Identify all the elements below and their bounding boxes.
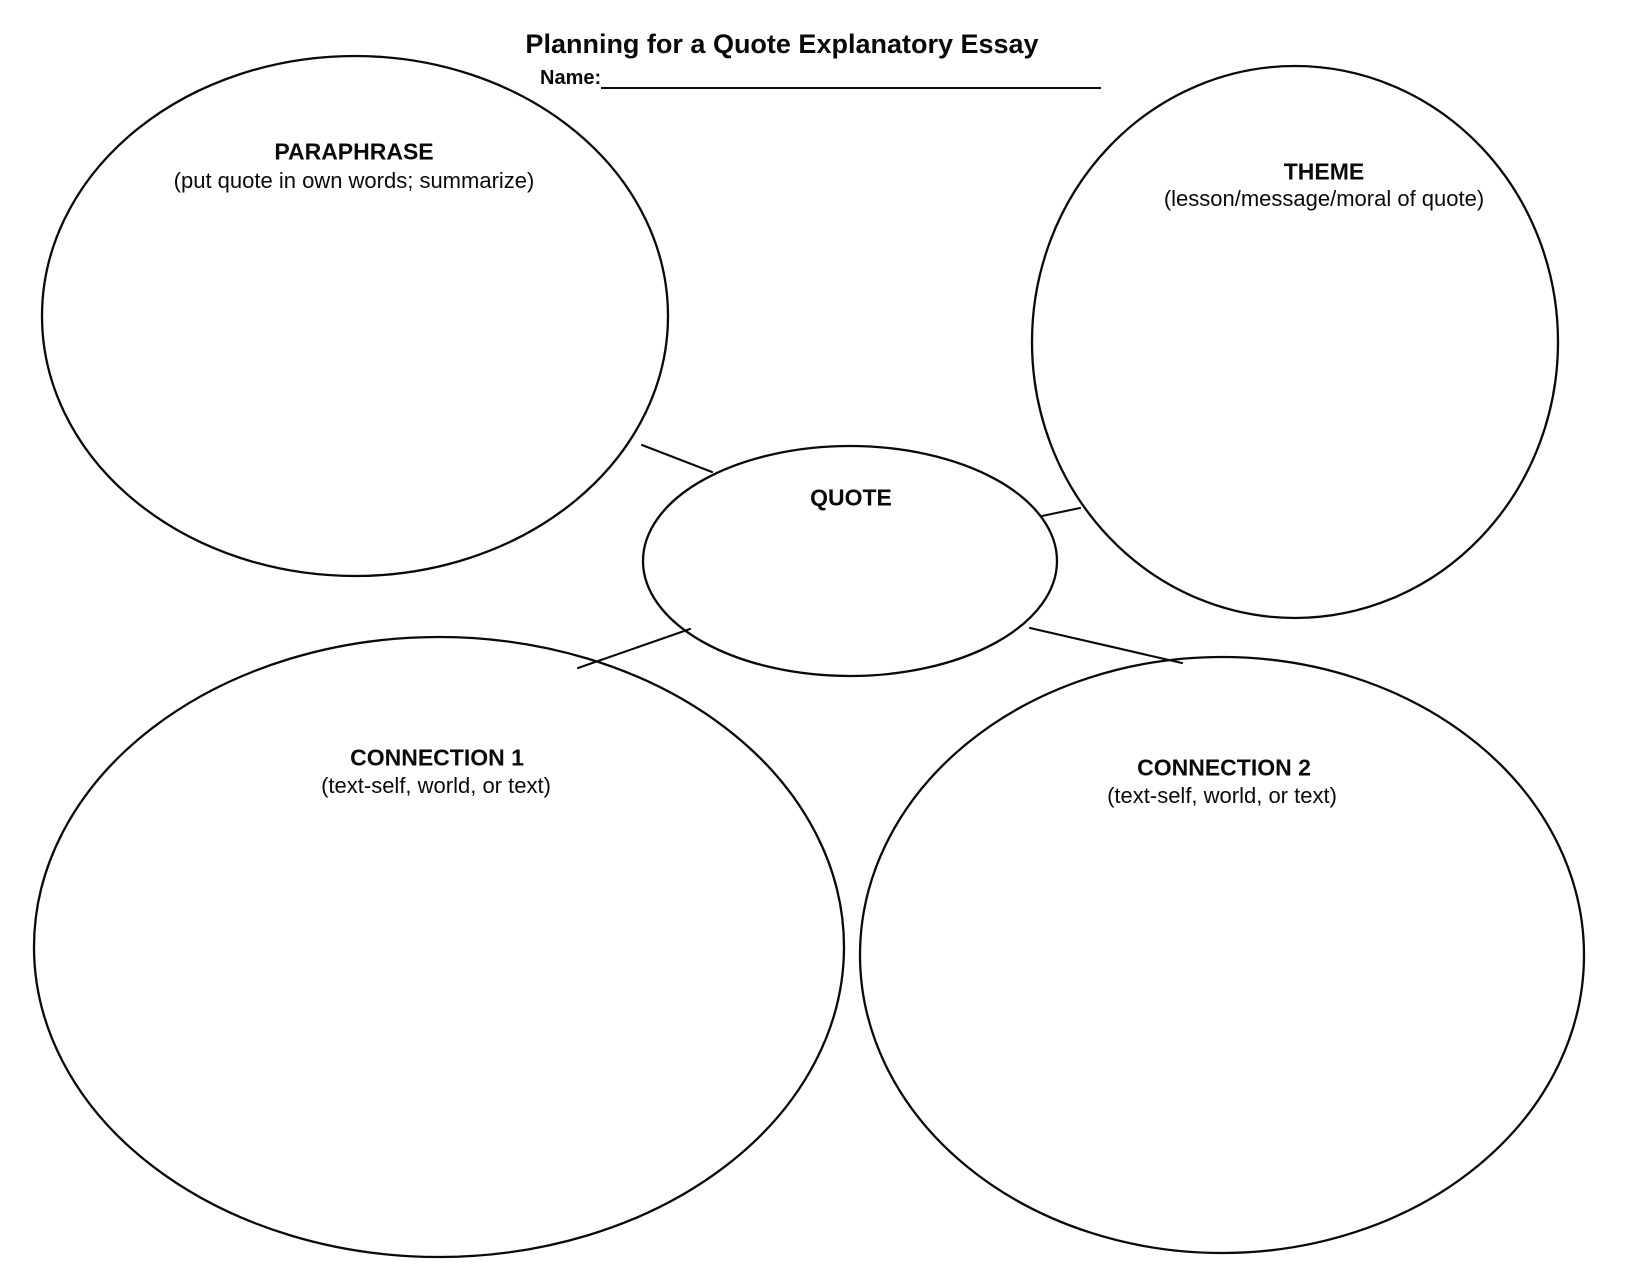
- name-blank-line[interactable]: [601, 67, 1101, 89]
- connection2-circle: [858, 655, 1586, 1255]
- connector-quote-theme: [1040, 506, 1082, 518]
- connector-quote-connection1: [576, 627, 692, 670]
- quote-ellipse: [641, 444, 1059, 678]
- theme-subtitle: (lesson/message/moral of quote): [1163, 185, 1485, 211]
- name-row: Name:: [540, 64, 1101, 90]
- theme-circle: [1030, 64, 1560, 620]
- name-label: Name:: [540, 67, 602, 89]
- paraphrase-heading: PARAPHRASE: [274, 138, 434, 165]
- connection1-heading: CONNECTION 1: [350, 744, 524, 771]
- page-title: Planning for a Quote Explanatory Essay: [525, 29, 1039, 60]
- connection2-heading: CONNECTION 2: [1137, 754, 1311, 781]
- connection1-subtitle: (text-self, world, or text): [321, 772, 551, 798]
- theme-heading: THEME: [1283, 158, 1365, 185]
- paraphrase-subtitle: (put quote in own words; summarize): [173, 167, 535, 193]
- connector-quote-connection2: [1028, 626, 1184, 665]
- paraphrase-circle: [40, 54, 670, 578]
- connection1-circle: [32, 635, 846, 1259]
- connector-quote-paraphrase: [640, 443, 714, 474]
- quote-heading: QUOTE: [810, 484, 892, 511]
- connection2-subtitle: (text-self, world, or text): [1107, 782, 1337, 808]
